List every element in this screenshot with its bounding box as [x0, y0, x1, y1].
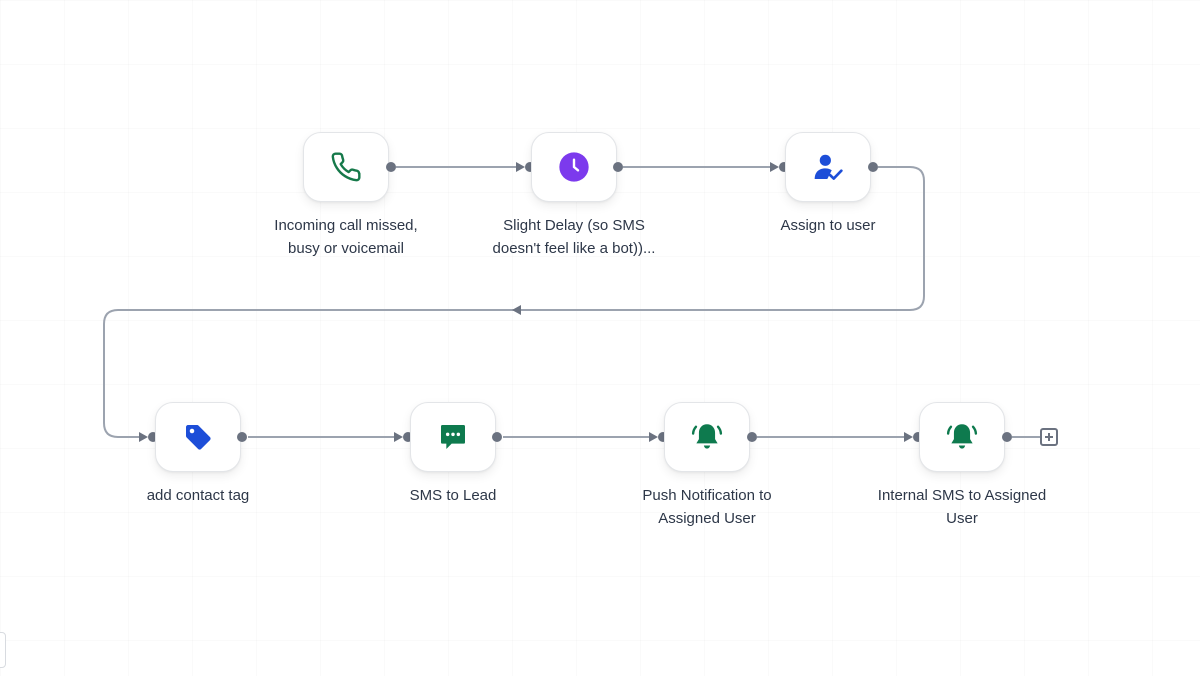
output-handle-internal[interactable]: [1002, 432, 1012, 442]
input-handle-push[interactable]: [658, 432, 668, 442]
bell-icon: [689, 419, 725, 455]
input-handle-assign[interactable]: [779, 162, 789, 172]
step-node-internal-sms[interactable]: [919, 402, 1005, 472]
step-node-tag[interactable]: [155, 402, 241, 472]
output-handle-tag[interactable]: [237, 432, 247, 442]
arrowhead-push: [649, 432, 658, 442]
arrowhead-midpath: [512, 305, 521, 315]
arrowhead-assign: [770, 162, 779, 172]
input-handle-sms[interactable]: [403, 432, 413, 442]
step-label-tag: add contact tag: [146, 487, 250, 504]
connector-assign-tag: [103, 166, 925, 438]
step-node-trigger[interactable]: [303, 132, 389, 202]
output-handle-sms[interactable]: [492, 432, 502, 442]
arrowhead-delay: [516, 162, 525, 172]
side-panel-tab[interactable]: [0, 632, 6, 668]
bell-icon: [944, 419, 980, 455]
output-handle-push[interactable]: [747, 432, 757, 442]
step-node-sms[interactable]: [410, 402, 496, 472]
step-label-delay: Slight Delay (so SMS doesn't feel like a…: [492, 217, 656, 257]
step-node-push[interactable]: [664, 402, 750, 472]
input-handle-tag[interactable]: [148, 432, 158, 442]
output-handle-delay[interactable]: [613, 162, 623, 172]
tag-icon: [180, 419, 216, 455]
step-label-trigger: Incoming call missed, busy or voicemail: [274, 217, 418, 257]
step-label-assign: Assign to user: [780, 217, 876, 234]
step-node-delay[interactable]: [531, 132, 617, 202]
clock-icon: [556, 149, 592, 185]
chat-icon: [435, 419, 471, 455]
step-label-internal-sms: Internal SMS to Assigned User: [877, 487, 1047, 527]
step-node-assign[interactable]: [785, 132, 871, 202]
step-label-push: Push Notification to Assigned User: [642, 487, 772, 527]
output-handle-trigger[interactable]: [386, 162, 396, 172]
output-handle-assign[interactable]: [868, 162, 878, 172]
phone-icon: [328, 149, 364, 185]
step-label-sms: SMS to Lead: [409, 487, 497, 504]
user-check-icon: [810, 149, 846, 185]
input-handle-internal[interactable]: [913, 432, 923, 442]
arrowhead-tag: [139, 432, 148, 442]
add-step-button[interactable]: [1040, 428, 1058, 446]
arrowhead-sms: [394, 432, 403, 442]
arrowhead-internal: [904, 432, 913, 442]
input-handle-delay[interactable]: [525, 162, 535, 172]
